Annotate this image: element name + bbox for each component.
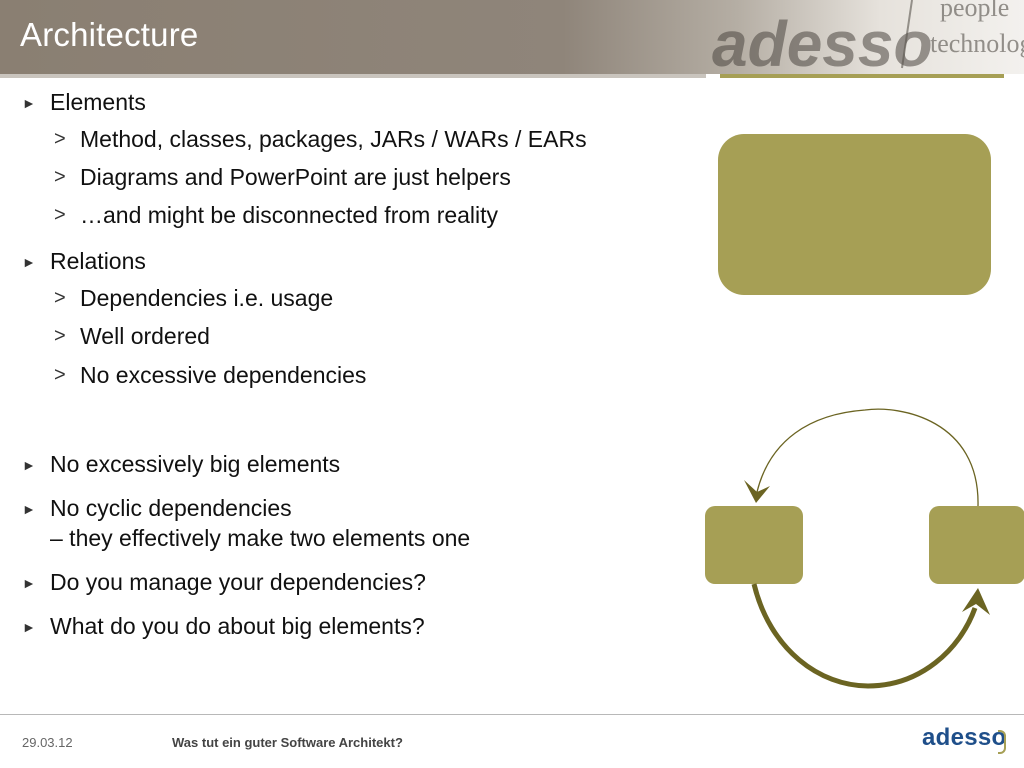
bullet-big-elements-question: What do you do about big elements?: [50, 613, 425, 639]
sub-bullet-item: Dependencies i.e. usage: [80, 285, 334, 311]
bullet-marker: ►: [22, 95, 36, 111]
sub-bullet-marker: >: [54, 364, 66, 386]
bullet-list: ► Elements > Method, classes, packages, …: [22, 89, 587, 639]
slide-title: Architecture: [20, 16, 199, 53]
sub-bullet-item: No excessive dependencies: [80, 362, 367, 388]
bullet-marker: ►: [22, 501, 36, 517]
footer-logo: adesso: [922, 724, 1007, 751]
slide-header: Architecture adesso people technology: [0, 0, 1024, 74]
sub-bullet-item: Well ordered: [80, 323, 210, 349]
footer-rule: [0, 714, 1024, 715]
sub-bullet-item: Diagrams and PowerPoint are just helpers: [80, 164, 511, 190]
footer-logo-bracket-icon: [998, 730, 1006, 754]
bullet-marker: ►: [22, 575, 36, 591]
header-rule-right: [720, 74, 1004, 78]
bullet-relations: Relations: [50, 248, 146, 274]
header-brand-divider: [901, 0, 913, 69]
sub-bullet-marker: >: [54, 287, 66, 309]
bullet-no-cyclic-continuation: – they effectively make two elements one: [50, 525, 471, 551]
footer-title: Was tut ein guter Software Architekt?: [172, 735, 403, 750]
header-brand-text: adesso: [712, 8, 933, 74]
big-element-box: [718, 134, 991, 295]
header-brand-watermark: adesso people technology: [712, 0, 1024, 74]
bullet-no-cyclic: No cyclic dependencies: [50, 495, 292, 521]
bullet-marker: ►: [22, 619, 36, 635]
bullet-elements: Elements: [50, 89, 146, 115]
sub-bullet-marker: >: [54, 166, 66, 188]
upper-arrow-head: [744, 480, 770, 503]
upper-arrow-arc: [756, 408, 979, 507]
footer-date: 29.03.12: [22, 735, 73, 750]
sub-bullet-marker: >: [54, 128, 66, 150]
sub-bullet-marker: >: [54, 204, 66, 226]
sub-bullet-item: …and might be disconnected from reality: [80, 202, 499, 228]
element-box-right: [929, 506, 1024, 584]
header-rule-left: [0, 74, 706, 78]
sub-bullet-marker: >: [54, 325, 66, 347]
bullet-marker: ►: [22, 457, 36, 473]
sub-bullet-item: Method, classes, packages, JARs / WARs /…: [80, 126, 587, 152]
lower-arrow-head: [962, 588, 990, 615]
bullet-no-big-elements: No excessively big elements: [50, 451, 341, 477]
lower-arrow-arc: [751, 583, 978, 689]
header-brand-tagline-1: people: [940, 0, 1009, 22]
bullet-manage-dependencies: Do you manage your dependencies?: [50, 569, 426, 595]
element-box-left: [705, 506, 803, 584]
bullet-marker: ►: [22, 254, 36, 270]
header-brand-tagline-2: technology: [930, 29, 1024, 58]
